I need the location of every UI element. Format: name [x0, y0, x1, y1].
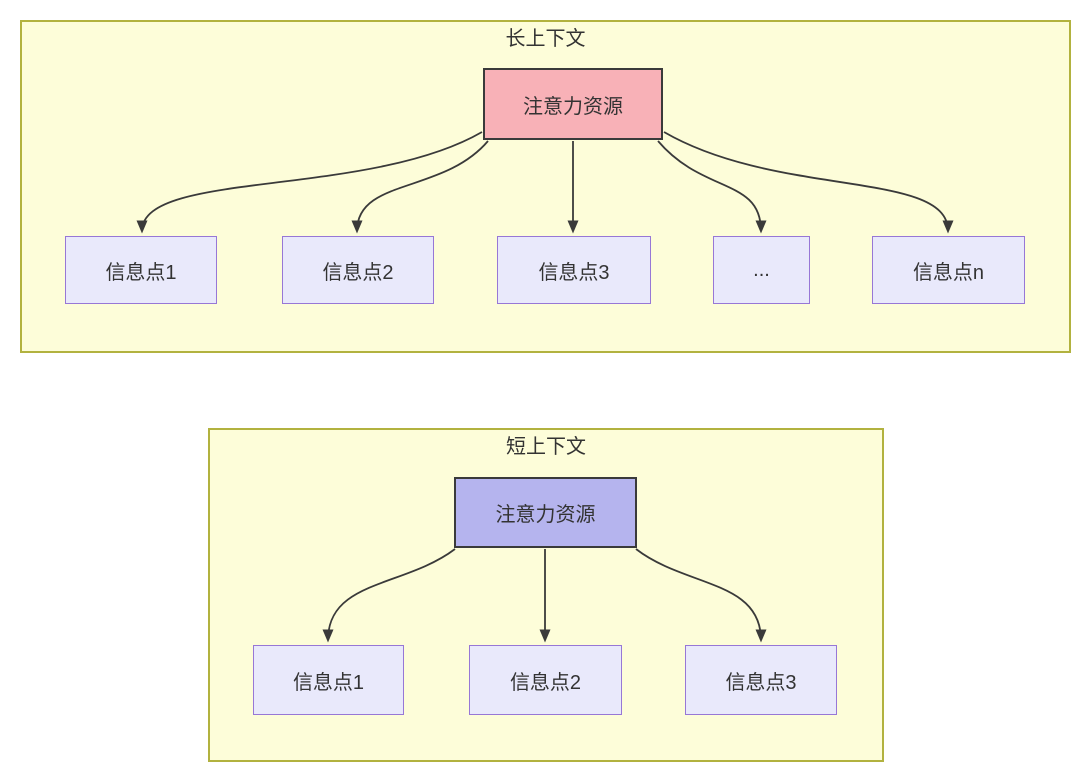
long-info-node-n: 信息点n	[872, 236, 1025, 304]
long-attention-node: 注意力资源	[483, 68, 663, 140]
long-info-node-ellipsis: ...	[713, 236, 810, 304]
short-info-node-1: 信息点1	[253, 645, 404, 715]
long-info-node-2: 信息点2	[282, 236, 434, 304]
short-context-title: 短上下文	[506, 436, 586, 458]
short-info-node-2: 信息点2	[469, 645, 622, 715]
long-context-title: 长上下文	[505, 28, 586, 50]
long-info-node-1: 信息点1	[65, 236, 217, 304]
short-info-node-3: 信息点3	[685, 645, 837, 715]
long-info-node-3: 信息点3	[497, 236, 651, 304]
short-attention-node: 注意力资源	[454, 477, 637, 548]
